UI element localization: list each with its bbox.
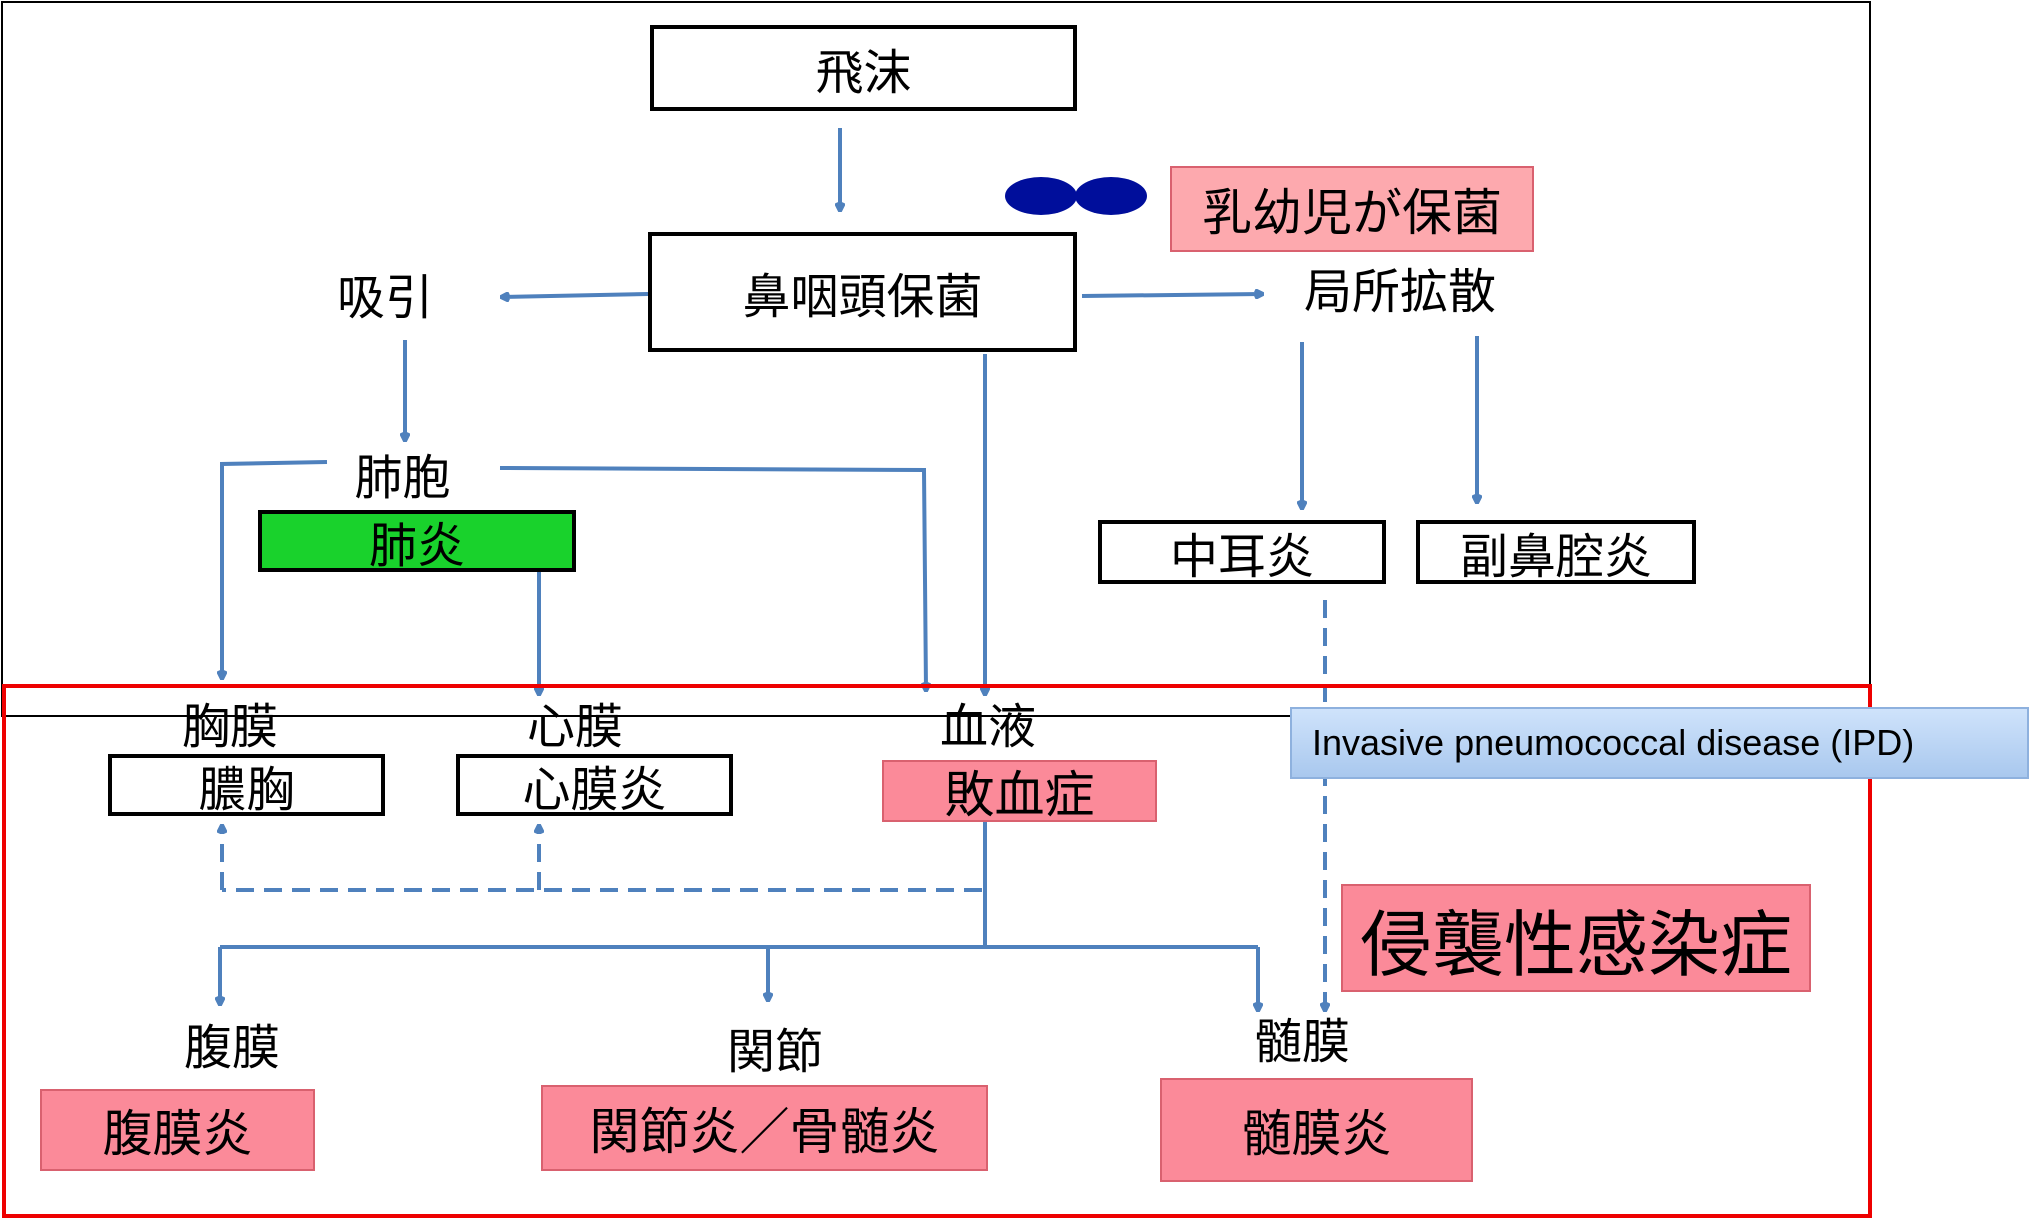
droplet-box: 飛沫 <box>650 25 1077 111</box>
outer-frame <box>1 1 1871 717</box>
arrow-alveoli-to-blood <box>499 466 926 690</box>
sinusitis-box: 副鼻腔炎 <box>1416 520 1696 585</box>
arrow-alveoli-to-pleura <box>222 460 328 678</box>
blood-label: 血液 <box>939 699 1036 755</box>
bacteria-icon <box>1075 177 1147 215</box>
local-spread-label: 局所拡散 <box>1303 264 1496 320</box>
arrow-nasopharynx-to-local-spread <box>1081 294 1262 296</box>
aspiration-label: 吸引 <box>336 270 433 326</box>
invasive-infection-label: 侵襲性感染症 <box>1341 884 1811 992</box>
sepsis-box: 敗血症 <box>882 760 1157 824</box>
nasopharynx-box: 鼻咽頭保菌 <box>648 232 1077 352</box>
arthritis-osteomyelitis-box: 関節炎／骨髄炎 <box>541 1085 988 1171</box>
infant-carrier-label: 乳幼児が保菌 <box>1170 166 1534 252</box>
otitis-media-box: 中耳炎 <box>1098 520 1386 585</box>
empyema-box: 膿胸 <box>108 754 385 818</box>
meninges-label: 髄膜 <box>1253 1014 1350 1070</box>
meningitis-box: 髄膜炎 <box>1160 1078 1473 1182</box>
pleura-label: 胸膜 <box>181 699 278 755</box>
pericarditis-box: 心膜炎 <box>456 754 733 818</box>
ipd-label: Invasive pneumococcal disease (IPD) <box>1290 707 2029 779</box>
joint-label: 関節 <box>726 1024 823 1080</box>
pneumonia-box: 肺炎 <box>258 510 576 574</box>
invasive-disease-frame <box>2 684 1872 1218</box>
pericardium-label: 心膜 <box>526 699 623 755</box>
arrow-nasopharynx-to-aspiration <box>502 294 649 297</box>
bacteria-icon <box>1005 177 1077 215</box>
alveoli-label: 肺胞 <box>354 450 451 506</box>
peritoneum-label: 腹膜 <box>183 1020 280 1076</box>
peritonitis-box: 腹膜炎 <box>40 1089 315 1171</box>
